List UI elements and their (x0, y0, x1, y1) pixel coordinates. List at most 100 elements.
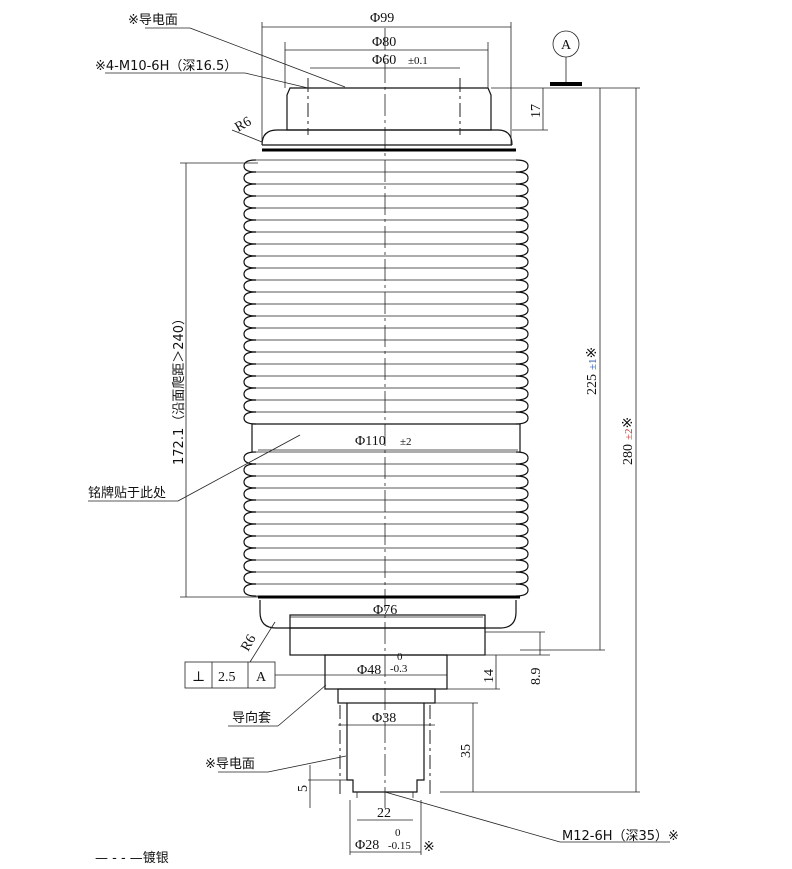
shed (243, 487, 257, 501)
shed (243, 231, 257, 245)
insulator-sheds (243, 159, 529, 597)
dim-d60-tol: ±0.1 (408, 55, 428, 67)
dim-h8-9: 8.9 (529, 668, 544, 686)
nameplate-label: 铭牌贴于此处 (88, 485, 166, 501)
shed (515, 207, 529, 221)
dim-d28-tol-lower: -0.15 (388, 840, 411, 852)
shed (515, 571, 529, 585)
shed (515, 255, 529, 269)
dim-d48-tol-upper: 0 (397, 651, 403, 663)
shed (243, 475, 257, 489)
tol-frame-datum: A (256, 670, 267, 685)
shed (515, 243, 529, 257)
shed (515, 291, 529, 305)
shed (515, 351, 529, 365)
shed (243, 219, 257, 233)
shed (243, 267, 257, 281)
shed (515, 327, 529, 341)
dim-d28-tol-upper: 0 (395, 827, 401, 839)
shed (243, 411, 257, 425)
dim-h225-group: 225±1※ (585, 347, 600, 395)
dim-d110-tol: ±2 (400, 436, 412, 448)
shed (515, 339, 529, 353)
shed (515, 231, 529, 245)
shed (515, 303, 529, 317)
dim-d28: Φ28 (355, 838, 379, 853)
shed (243, 399, 257, 413)
shed (515, 267, 529, 281)
shed (243, 583, 257, 597)
shed (515, 451, 529, 465)
thread-top-label: ※4-M10-6H（深16.5） (95, 59, 237, 74)
shed (515, 315, 529, 329)
shed (515, 559, 529, 573)
r6-top-label: R6 (233, 114, 255, 135)
shed (515, 399, 529, 413)
shed (515, 511, 529, 525)
guide-sleeve-label: 导向套 (232, 710, 271, 726)
dim-h14: 14 (482, 669, 497, 683)
shed (243, 243, 257, 257)
shed (515, 411, 529, 425)
shed (515, 219, 529, 233)
shed (515, 499, 529, 513)
shed (243, 339, 257, 353)
r6-bottom-label: R6 (238, 632, 259, 654)
dim-h35: 35 (459, 744, 474, 758)
shed (515, 195, 529, 209)
top-dimensions: Φ99 Φ80 Φ60 ±0.1 A 17 225±1※ 280±2※ (261, 11, 640, 793)
shed (251, 423, 521, 452)
dim-d60: Φ60 (372, 53, 396, 68)
shed (515, 387, 529, 401)
shed (515, 159, 529, 173)
thread-bottom-label: M12-6H（深35）※ (562, 829, 679, 844)
dim-d48-tol-lower: -0.3 (390, 663, 408, 675)
shed (243, 451, 257, 465)
dim-h280-group: 280±2※ (621, 417, 636, 465)
shed (243, 535, 257, 549)
dim-d99: Φ99 (370, 11, 394, 26)
shed (515, 363, 529, 377)
shed (243, 315, 257, 329)
top-terminal (261, 78, 516, 152)
shed (243, 183, 257, 197)
shed (243, 255, 257, 269)
shed (515, 183, 529, 197)
dim-d80: Φ80 (372, 35, 396, 50)
tol-frame-symbol: ⊥ (192, 670, 205, 685)
shed (243, 303, 257, 317)
bottom-dimensions: Φ76 R6 ⊥ 2.5 A Φ48 0 -0.3 8.9 14 导向套 Φ38… (95, 603, 679, 866)
shed (243, 171, 257, 185)
shed (243, 207, 257, 221)
conductive-surface-top-label: ※导电面 (128, 13, 178, 28)
shed (243, 279, 257, 293)
shed (243, 547, 257, 561)
shed (243, 327, 257, 341)
dim-d76: Φ76 (373, 603, 397, 618)
shed (515, 463, 529, 477)
dim-d28-mark: ※ (423, 840, 435, 855)
dim-d110: Φ110 (355, 434, 386, 449)
datum-label: A (561, 38, 572, 53)
shed (515, 583, 529, 597)
conductive-surface-bottom-label: ※导电面 (205, 757, 255, 772)
shed (243, 159, 257, 173)
shed (515, 279, 529, 293)
shed (243, 571, 257, 585)
shed (515, 171, 529, 185)
shed (243, 195, 257, 209)
shed (243, 351, 257, 365)
shed (515, 487, 529, 501)
shed (515, 523, 529, 537)
dim-d48: Φ48 (357, 663, 381, 678)
dim-d38: Φ38 (372, 711, 396, 726)
shed (515, 535, 529, 549)
left-dimensions: 172.1（沿面爬距＞240） ※导电面 ※4-M10-6H（深16.5） R6… (88, 13, 346, 598)
bottom-terminal (258, 595, 520, 798)
shed (515, 375, 529, 389)
dim-w22: 22 (377, 806, 391, 821)
shed (243, 375, 257, 389)
creepage-label: 172.1（沿面爬距＞240） (172, 312, 187, 465)
legend-silver-plating: — - - —镀银 (95, 850, 169, 866)
shed (243, 387, 257, 401)
